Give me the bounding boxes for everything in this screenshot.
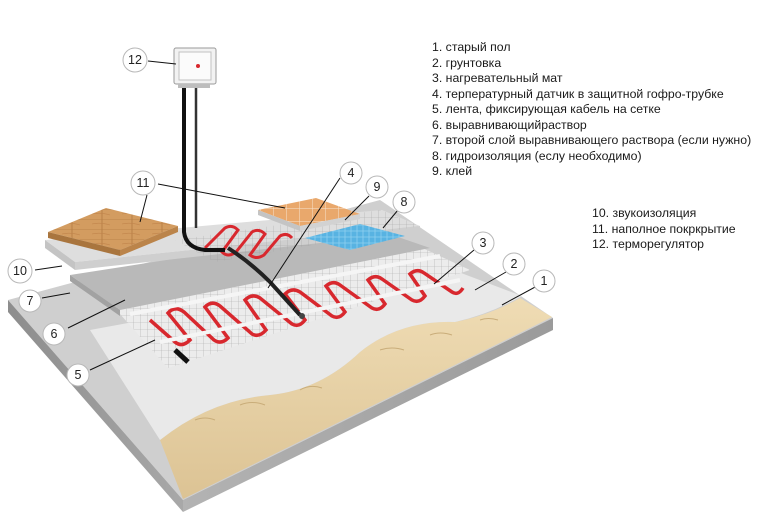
svg-text:9: 9 bbox=[374, 180, 381, 194]
sensor-conduit bbox=[182, 86, 305, 319]
callout-5: 5 bbox=[66, 363, 90, 387]
svg-text:4: 4 bbox=[348, 166, 355, 180]
cable-lead bbox=[173, 348, 190, 364]
callout-12: 12 bbox=[122, 47, 148, 73]
callout-2: 2 bbox=[502, 252, 526, 276]
heating-cable-upper bbox=[203, 224, 294, 259]
svg-text:1: 1 bbox=[541, 274, 548, 288]
second-screed-layer bbox=[70, 228, 430, 316]
legend-item: 1. старый пол bbox=[432, 40, 511, 54]
callout-3: 3 bbox=[471, 231, 495, 255]
legend-item: 2. грунтовка bbox=[432, 55, 502, 70]
callout-9: 9 bbox=[365, 175, 389, 199]
thermostat bbox=[173, 47, 217, 88]
svg-text:2: 2 bbox=[511, 257, 518, 271]
svg-text:10: 10 bbox=[13, 264, 27, 278]
primer-layer bbox=[90, 265, 522, 440]
waterproofing bbox=[305, 224, 405, 250]
svg-text:6: 6 bbox=[51, 327, 58, 341]
heating-cable-lower bbox=[148, 269, 465, 347]
legend-extra: 10. звукоизоляция 11. наполное покркрыти… bbox=[592, 206, 736, 253]
callout-11: 11 bbox=[130, 170, 156, 196]
callout-10: 10 bbox=[7, 258, 33, 284]
legend-item: 3. нагревательный мат bbox=[432, 71, 563, 85]
svg-text:3: 3 bbox=[480, 236, 487, 250]
legend-item: 11. наполное покркрытие bbox=[592, 221, 736, 236]
tile-covering bbox=[258, 198, 360, 231]
upper-heating-mat bbox=[175, 210, 420, 262]
callout-8: 8 bbox=[392, 190, 416, 214]
callout-4: 4 bbox=[339, 161, 363, 185]
legend-item: 9. клей bbox=[432, 164, 473, 178]
legend-item: 6. выравнивающийраствор bbox=[432, 117, 587, 132]
svg-text:12: 12 bbox=[128, 53, 142, 67]
fixing-tape bbox=[129, 254, 461, 344]
legend-item: 10. звукоизоляция bbox=[592, 206, 697, 220]
svg-text:8: 8 bbox=[401, 195, 408, 209]
callout-1: 1 bbox=[532, 269, 556, 293]
legend-item: 7. второй слой выравнивающего раствора (… bbox=[432, 133, 752, 147]
leader-lines bbox=[34, 60, 538, 371]
parquet-covering bbox=[48, 208, 178, 256]
svg-text:5: 5 bbox=[75, 368, 82, 382]
legend-item: 4. терпературный датчик в защитной гофро… bbox=[432, 86, 724, 101]
legend-item: 5. лента, фиксирующая кабель на сетке bbox=[432, 102, 661, 116]
legend-main: 1. старый пол 2. грунтовка 3. нагревател… bbox=[432, 40, 762, 180]
old-floor-layer bbox=[160, 298, 552, 499]
legend-item: 8. гидроизоляция (еслу необходимо) bbox=[432, 148, 642, 163]
callout-7: 7 bbox=[18, 289, 42, 313]
svg-text:7: 7 bbox=[27, 294, 34, 308]
callout-6: 6 bbox=[42, 322, 66, 346]
legend-item: 12. терморегулятор bbox=[592, 237, 705, 251]
svg-text:11: 11 bbox=[137, 176, 150, 190]
